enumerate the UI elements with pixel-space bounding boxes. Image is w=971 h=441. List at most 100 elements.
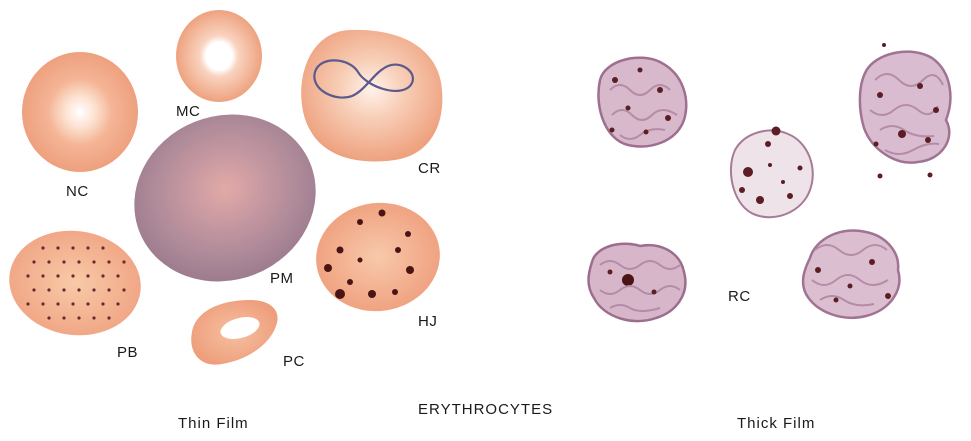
stipple-dot [107, 316, 110, 319]
stipple-dot [41, 302, 44, 305]
howell-jolly-body [358, 258, 363, 263]
stipple-dot [77, 288, 80, 291]
stipple-dot [86, 246, 89, 249]
thick-film-dot [612, 77, 618, 83]
thick-film-dot [798, 166, 803, 171]
label-pm: PM [270, 270, 294, 287]
thick-film-dot [765, 141, 771, 147]
stipple-dot [116, 274, 119, 277]
howell-jolly-body [392, 289, 398, 295]
thick-film-dot [815, 267, 821, 273]
howell-jolly-body [324, 264, 332, 272]
thick-film-dot [925, 137, 931, 143]
howell-jolly-body [368, 290, 376, 298]
stipple-dot [47, 260, 50, 263]
figure-title: ERYTHROCYTES [418, 401, 553, 418]
thick-film-dot [834, 298, 839, 303]
stipple-dot [62, 288, 65, 291]
thick-film-dot [638, 68, 643, 73]
stipple-dot [122, 260, 125, 263]
stipple-dot [56, 302, 59, 305]
stipple-dot [116, 302, 119, 305]
thick-film-dot [928, 173, 933, 178]
thick-film-dot [874, 142, 879, 147]
stipple-dot [62, 260, 65, 263]
thick-film-dot [652, 290, 657, 295]
stipple-dot [86, 302, 89, 305]
label-mc: MC [176, 103, 200, 120]
stipple-dot [56, 246, 59, 249]
label-rc: RC [728, 288, 751, 305]
stipple-dot [101, 246, 104, 249]
howell-jolly-body [347, 279, 353, 285]
cabot-ring-cell [301, 30, 442, 162]
thick-film-dot [743, 167, 753, 177]
stipple-dot [71, 302, 74, 305]
stipple-dot [32, 288, 35, 291]
stipple-dot [62, 316, 65, 319]
stipple-dot [26, 302, 29, 305]
thick-film-dot [610, 128, 615, 133]
thick-film-cell-5 [803, 230, 899, 317]
poikilocyte-cell [191, 300, 277, 365]
thick-film-dot [768, 163, 772, 167]
stipple-dot [71, 274, 74, 277]
label-pb: PB [117, 344, 138, 361]
thick-film-dot [882, 43, 886, 47]
caption-thin-film: Thin Film [178, 415, 249, 432]
stipple-dot [92, 288, 95, 291]
caption-thick-film: Thick Film [737, 415, 815, 432]
thick-film-dot [756, 196, 764, 204]
stipple-dot [77, 260, 80, 263]
thick-film-dot [781, 180, 785, 184]
label-hj: HJ [418, 313, 437, 330]
stipple-dot [101, 274, 104, 277]
stipple-dot [32, 260, 35, 263]
thick-film-dot [665, 115, 671, 121]
thick-film-dot [898, 130, 906, 138]
microcyte-cell [176, 10, 262, 102]
stipple-dot [92, 316, 95, 319]
stipple-dot [86, 274, 89, 277]
thick-film-dot [878, 174, 883, 179]
normocyte-cell [22, 52, 138, 172]
thick-film-dot [608, 270, 613, 275]
howell-jolly-body [406, 266, 414, 274]
stipple-dot [77, 316, 80, 319]
howell-jolly-body [405, 231, 411, 237]
thick-film-cell-2 [731, 131, 813, 218]
howell-jolly-body [395, 247, 401, 253]
stipple-dot [56, 274, 59, 277]
stipple-dot [41, 246, 44, 249]
label-cr: CR [418, 160, 441, 177]
stipple-dot [47, 288, 50, 291]
thick-film-dot [772, 127, 781, 136]
label-nc: NC [66, 183, 89, 200]
stipple-dot [47, 316, 50, 319]
stipple-dot [26, 274, 29, 277]
thick-film-dot [917, 83, 923, 89]
stipple-dot [107, 288, 110, 291]
thick-film-dot [657, 87, 663, 93]
howell-jolly-body [335, 289, 345, 299]
stipple-dot [101, 302, 104, 305]
thick-film-dot [787, 193, 793, 199]
howell-jolly-body [337, 247, 344, 254]
thick-film-dot [869, 259, 875, 265]
thick-film-dot [877, 92, 883, 98]
stipple-dot [92, 260, 95, 263]
howell-jolly-cell [309, 195, 447, 319]
stipple-dot [71, 246, 74, 249]
howell-jolly-body [357, 219, 363, 225]
thick-film-dot [739, 187, 745, 193]
thick-film-cell-4 [589, 244, 686, 321]
thick-film-dot [626, 106, 631, 111]
howell-jolly-body [379, 210, 386, 217]
label-pc: PC [283, 353, 305, 370]
thick-film-dot [644, 130, 649, 135]
thick-film-dot [885, 293, 891, 299]
stipple-dot [122, 288, 125, 291]
stipple-dot [107, 260, 110, 263]
stipple-dot [41, 274, 44, 277]
